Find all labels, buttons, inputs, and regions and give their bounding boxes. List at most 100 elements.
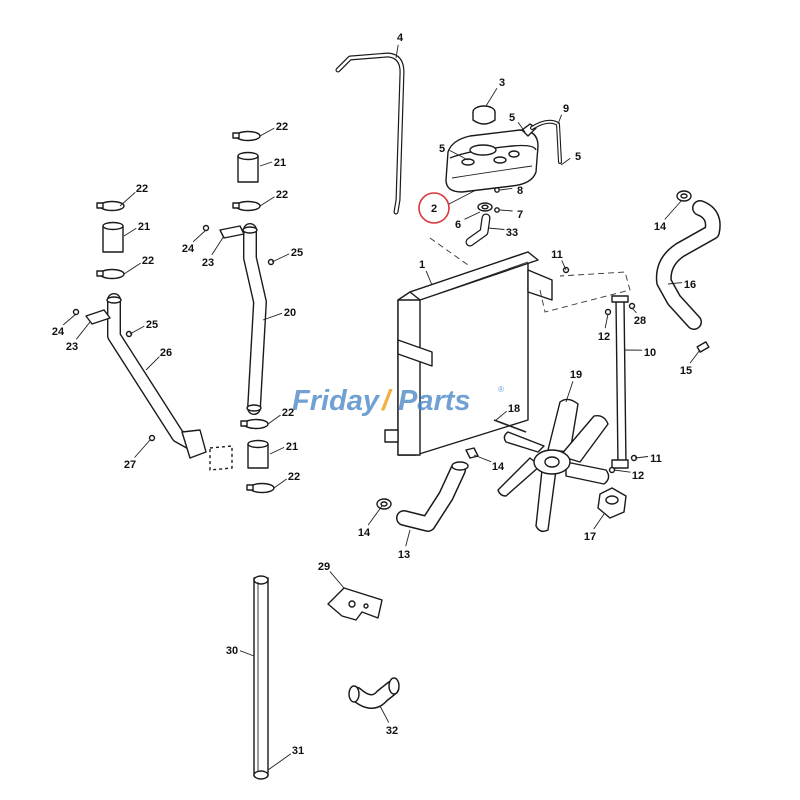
callout-label: 9 bbox=[563, 103, 569, 115]
hose-coupler bbox=[237, 151, 259, 183]
leader-line bbox=[119, 191, 136, 207]
reference-line bbox=[429, 237, 469, 266]
callout-label: 12 bbox=[632, 470, 644, 482]
leader-line bbox=[485, 87, 498, 107]
callout-label: 22 bbox=[276, 121, 288, 133]
callout-label: 33 bbox=[506, 227, 518, 239]
callout-label: 27 bbox=[124, 459, 136, 471]
callout-label: 31 bbox=[292, 745, 304, 757]
leader-line bbox=[495, 410, 507, 421]
callout-label: 32 bbox=[386, 725, 398, 737]
leader-line bbox=[487, 227, 505, 230]
callout-label: 12 bbox=[598, 331, 610, 343]
callout-label: 14 bbox=[358, 527, 371, 539]
mounting-plate bbox=[327, 587, 383, 621]
brace-rod bbox=[615, 299, 627, 467]
leader-line bbox=[565, 381, 574, 403]
hose-coupler bbox=[247, 439, 269, 469]
callout-label: 5 bbox=[439, 143, 445, 155]
leader-line bbox=[425, 270, 433, 286]
leader-line bbox=[689, 349, 701, 364]
leader-line bbox=[192, 229, 207, 243]
callout-label: 11 bbox=[551, 249, 563, 261]
hose-clamp bbox=[232, 200, 261, 212]
radiator bbox=[384, 251, 553, 456]
hose-clamp bbox=[246, 482, 275, 494]
leader-line bbox=[211, 235, 225, 256]
callout-label: 5 bbox=[509, 112, 515, 124]
svg-text:®: ® bbox=[498, 385, 504, 394]
svg-text:/: / bbox=[380, 385, 393, 417]
reference-line bbox=[539, 271, 631, 313]
leader-line bbox=[239, 650, 255, 657]
leader-line bbox=[499, 187, 513, 191]
callout-label: 4 bbox=[397, 32, 404, 44]
callout-labels: 1345556789101111121213141414151617181920… bbox=[52, 32, 701, 771]
watermark: Friday / Parts ® bbox=[292, 385, 504, 417]
leader-line bbox=[449, 150, 469, 161]
leader-line bbox=[499, 209, 513, 212]
hose-clamp bbox=[96, 200, 125, 212]
leader-line bbox=[664, 199, 683, 220]
radiator-cap bbox=[472, 105, 496, 125]
leader-line bbox=[561, 260, 567, 271]
leader-line bbox=[464, 211, 481, 220]
leader-line bbox=[379, 705, 390, 723]
callout-label: 22 bbox=[282, 407, 294, 419]
callout-label: 18 bbox=[508, 403, 520, 415]
fan-bolt bbox=[493, 419, 527, 433]
callout-label: 26 bbox=[160, 347, 172, 359]
callout-label: 3 bbox=[499, 77, 505, 89]
leader-line bbox=[557, 114, 563, 125]
leader-line bbox=[367, 505, 383, 526]
callout-label: 8 bbox=[517, 185, 523, 197]
hose-coupler bbox=[102, 221, 124, 253]
callout-label: 5 bbox=[575, 151, 581, 163]
callout-label: 24 bbox=[182, 243, 195, 255]
callout-label: 2 bbox=[431, 203, 437, 215]
callout-label: 21 bbox=[138, 221, 150, 233]
callout-label: 15 bbox=[680, 365, 692, 377]
leader-line bbox=[329, 571, 345, 589]
callout-label: 25 bbox=[291, 247, 303, 259]
hose-clamp bbox=[96, 268, 125, 280]
callout-label: 14 bbox=[492, 461, 505, 473]
callout-label: 11 bbox=[650, 453, 662, 465]
support-rod bbox=[253, 575, 269, 780]
callout-label: 30 bbox=[226, 645, 238, 657]
leader-line bbox=[271, 253, 290, 263]
callout-label: 21 bbox=[274, 157, 286, 169]
leader-line bbox=[593, 513, 605, 530]
svg-text:Friday: Friday bbox=[292, 385, 381, 417]
callout-label: 22 bbox=[136, 183, 148, 195]
leader-line bbox=[273, 478, 287, 489]
leader-line bbox=[259, 196, 275, 207]
callout-label: 23 bbox=[202, 257, 214, 269]
leader-line bbox=[473, 454, 492, 463]
leader-line bbox=[667, 282, 683, 285]
callout-label: 20 bbox=[284, 307, 296, 319]
leader-line bbox=[267, 753, 292, 771]
leader-line bbox=[259, 127, 275, 137]
drain-plug bbox=[696, 341, 710, 353]
callout-label: 17 bbox=[584, 531, 596, 543]
callout-label: 28 bbox=[634, 315, 646, 327]
callout-label: 19 bbox=[570, 369, 582, 381]
callout-label: 22 bbox=[276, 189, 288, 201]
leader-line bbox=[123, 262, 141, 275]
leader-line bbox=[123, 227, 137, 237]
callout-label: 1 bbox=[419, 259, 425, 271]
leader-line bbox=[269, 446, 285, 455]
hose-clamp bbox=[465, 447, 479, 459]
callout-label: 16 bbox=[684, 279, 696, 291]
leader-line bbox=[62, 313, 77, 326]
callout-label: 7 bbox=[517, 209, 523, 221]
callout-label: 24 bbox=[52, 326, 65, 338]
leader-line bbox=[517, 121, 526, 133]
leader-line bbox=[259, 161, 273, 167]
hose-clamp bbox=[240, 418, 269, 430]
leader-line bbox=[145, 356, 160, 371]
svg-text:Parts: Parts bbox=[398, 385, 471, 417]
callout-label: 6 bbox=[455, 219, 461, 231]
